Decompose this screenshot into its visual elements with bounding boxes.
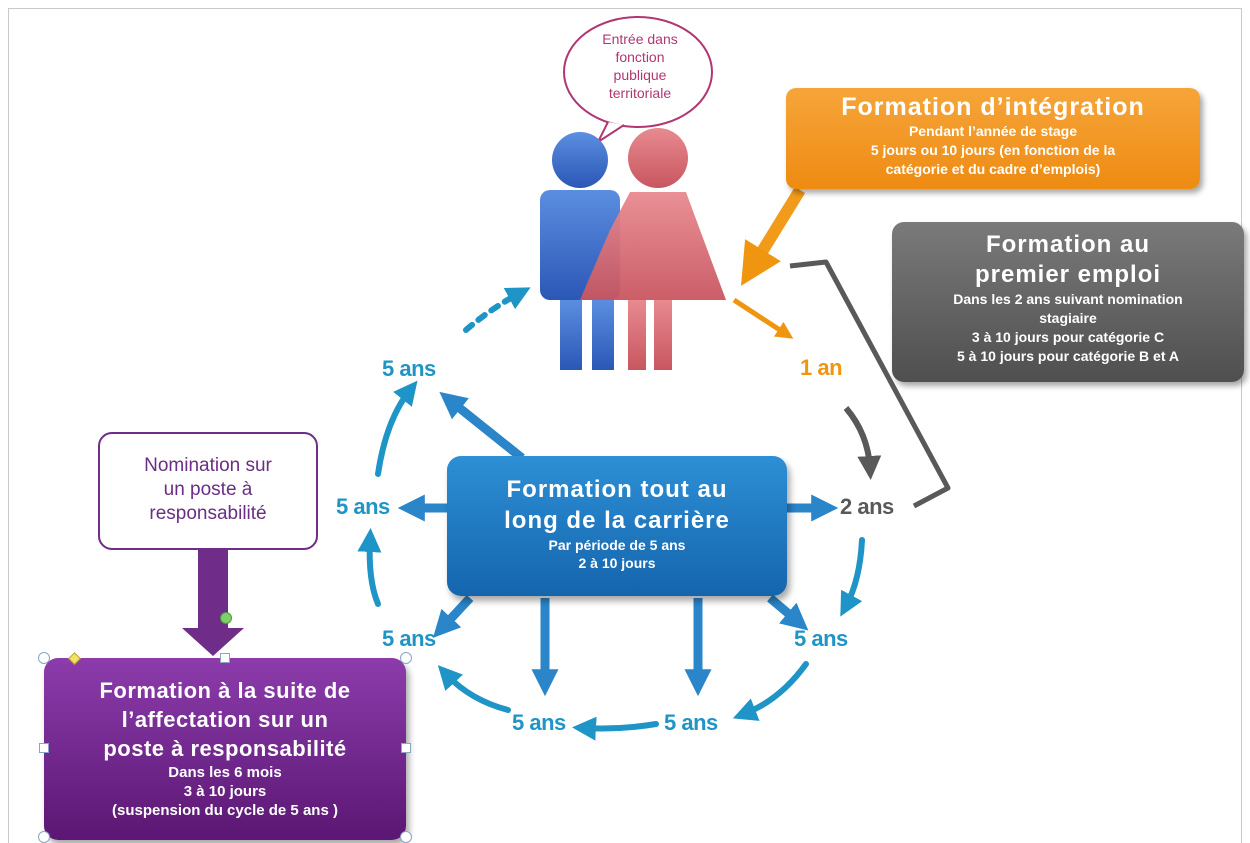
- premier-emploi-bracket: [789, 259, 951, 509]
- integration-line: Pendant l’année de stage: [908, 123, 1078, 139]
- resize-handle-left[interactable]: [39, 743, 49, 753]
- cycle-arrow-gray: [843, 406, 882, 480]
- label-2-ans: 2 ans: [840, 494, 894, 519]
- carriere-title: long de la carrière: [504, 507, 730, 534]
- carriere-title: Formation tout au: [506, 476, 728, 503]
- carriere-line: 2 à 10 jours: [578, 555, 656, 571]
- woman-figure-icon: [580, 128, 726, 370]
- nomination-text: Nomination sur: [144, 455, 272, 476]
- label-5-ans: 5 ans: [512, 710, 566, 735]
- integration-line: catégorie et du cadre d’emplois): [885, 161, 1101, 177]
- premier-emploi-box: Formation au premier emploi Dans les 2 a…: [892, 222, 1244, 382]
- affectation-box[interactable]: Formation à la suite de l’affectation su…: [44, 658, 406, 840]
- integration-line: 5 jours ou 10 jours (en fonction de la: [870, 142, 1116, 158]
- affectation-line: (suspension du cycle de 5 ans ): [112, 802, 338, 819]
- premier-emploi-title: premier emploi: [974, 261, 1162, 288]
- premier-emploi-line: 3 à 10 jours pour catégorie C: [971, 329, 1165, 345]
- affectation-line: 3 à 10 jours: [183, 783, 267, 800]
- affectation-title: Formation à la suite de: [99, 678, 351, 703]
- integration-title: Formation d’intégration: [841, 93, 1145, 121]
- slide-frame: [8, 8, 1242, 843]
- carriere-line: Par période de 5 ans: [548, 537, 686, 553]
- resize-handle-bottom-right[interactable]: [400, 831, 412, 843]
- bubble-text: Entrée dans fonction publique territoria…: [602, 31, 678, 101]
- label-5-ans: 5 ans: [794, 626, 848, 651]
- premier-emploi-line: stagiaire: [1039, 310, 1097, 326]
- rotation-handle[interactable]: [220, 612, 232, 624]
- nomination-callout: Nomination sur un poste à responsabilité: [98, 432, 318, 550]
- integration-pointer-arrow: [740, 186, 806, 286]
- label-5-ans: 5 ans: [336, 494, 390, 519]
- integration-box: Formation d’intégration Pendant l’année …: [786, 88, 1200, 189]
- nomination-text: un poste à: [163, 479, 253, 500]
- premier-emploi-line: 5 à 10 jours pour catégorie B et A: [957, 348, 1179, 364]
- premier-emploi-line: Dans les 2 ans suivant nomination: [953, 291, 1183, 307]
- affectation-title: poste à responsabilité: [103, 736, 347, 761]
- label-5-ans: 5 ans: [382, 626, 436, 651]
- nomination-down-arrow: [182, 550, 244, 656]
- premier-emploi-title: Formation au: [985, 231, 1150, 258]
- radial-arrows: [397, 391, 839, 697]
- label-5-ans: 5 ans: [382, 356, 436, 381]
- resize-handle-top[interactable]: [220, 653, 230, 663]
- carriere-box: Formation tout au long de la carrière Pa…: [447, 456, 787, 596]
- resize-handle-top-left[interactable]: [38, 652, 50, 664]
- label-1-an: 1 an: [800, 355, 843, 380]
- resize-handle-top-right[interactable]: [400, 652, 412, 664]
- cycle-arrow-orange: [732, 297, 794, 339]
- resize-handle-bottom-left[interactable]: [38, 831, 50, 843]
- resize-handle-right[interactable]: [401, 743, 411, 753]
- affectation-line: Dans les 6 mois: [168, 764, 282, 781]
- affectation-title: l’affectation sur un: [121, 707, 329, 732]
- nomination-text: responsabilité: [149, 503, 267, 524]
- label-5-ans: 5 ans: [664, 710, 718, 735]
- cycle-arrows: [357, 287, 865, 741]
